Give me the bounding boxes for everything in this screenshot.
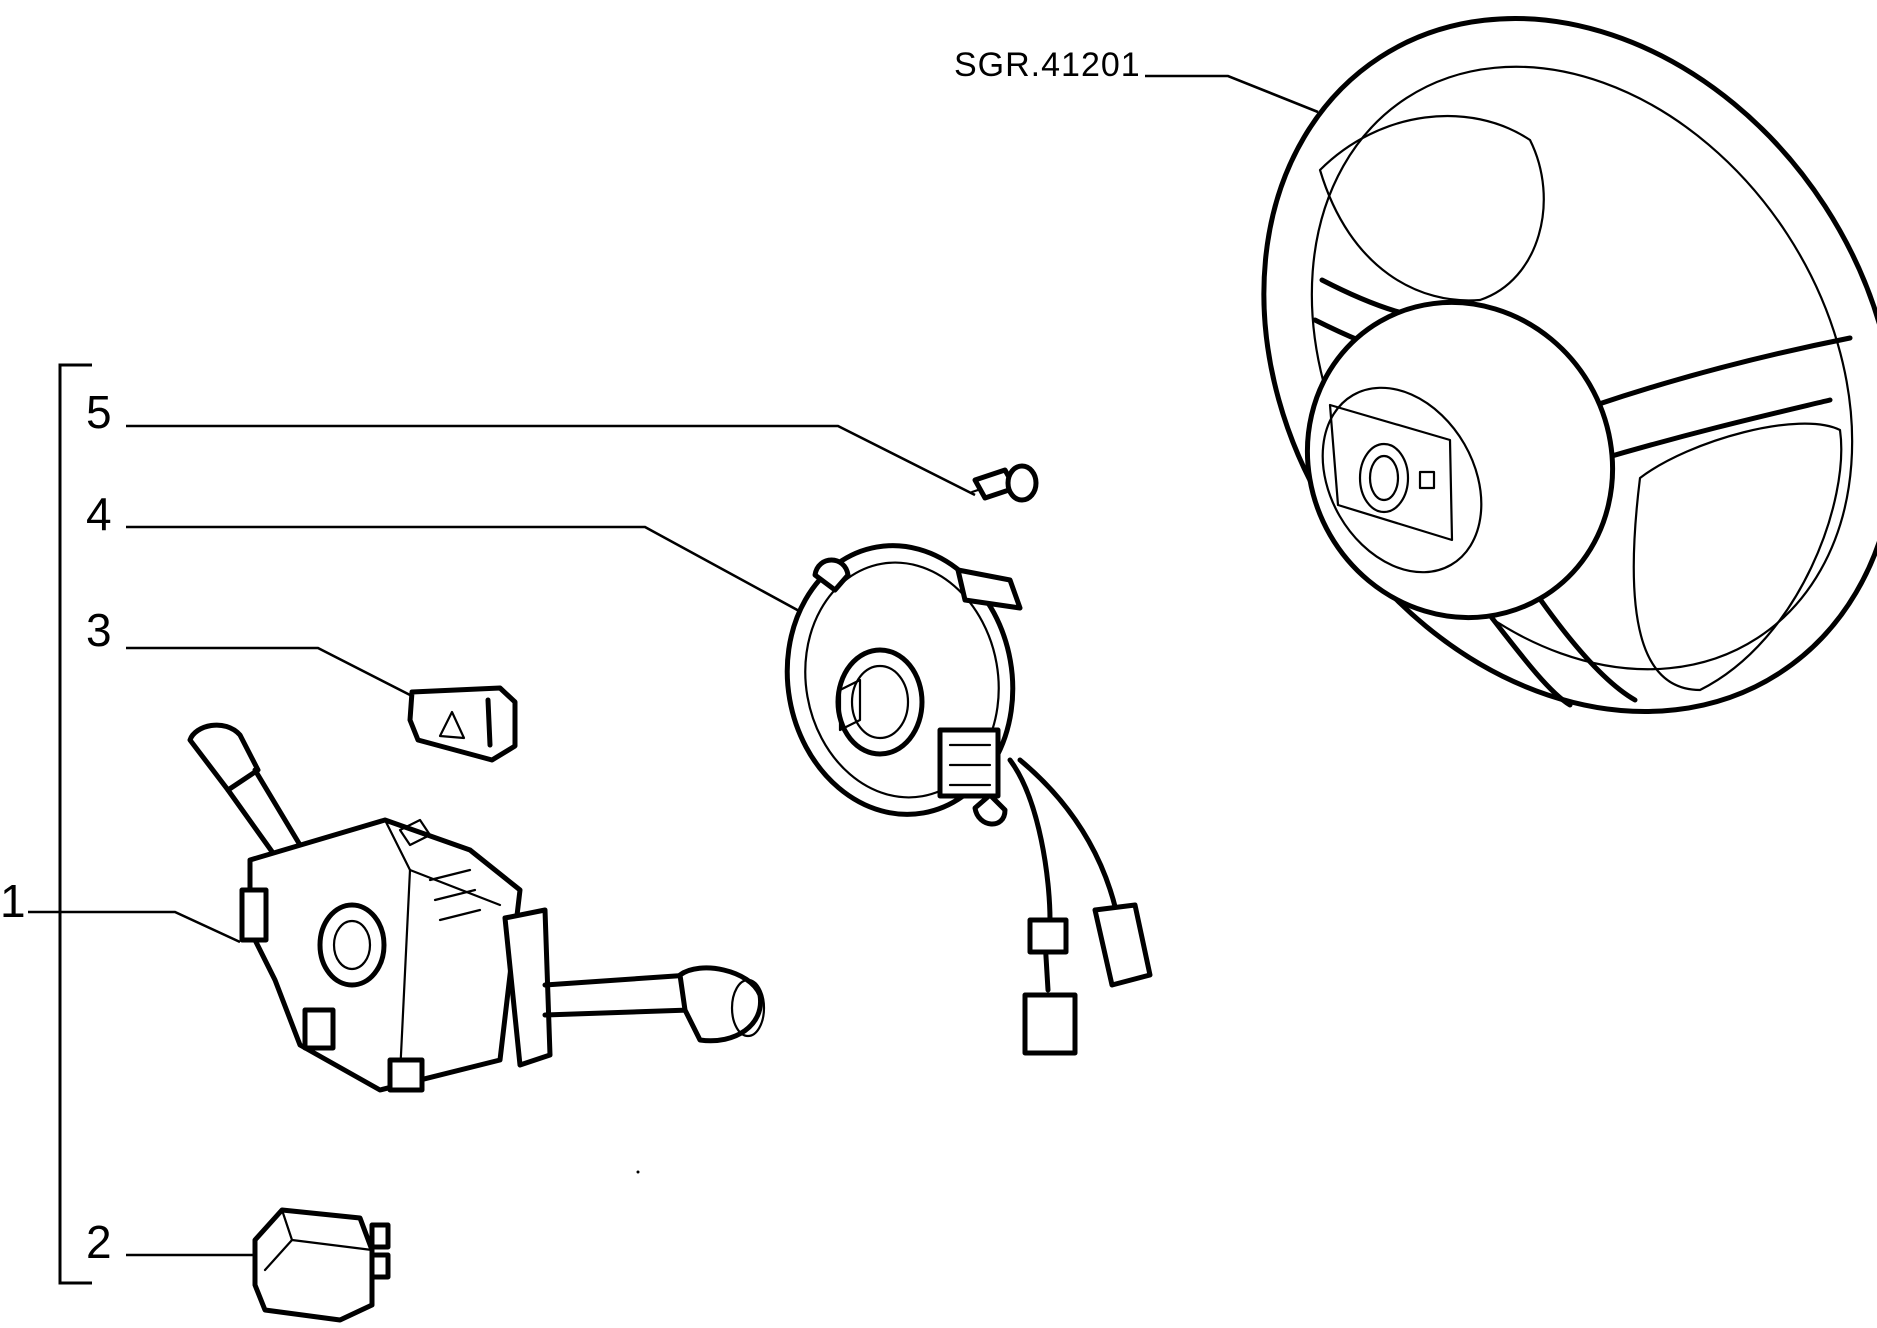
- leader-line-3: [126, 646, 413, 698]
- relay-part-2: [252, 1207, 391, 1323]
- leader-line-reference: [1145, 74, 1319, 114]
- leader-line-5: [126, 424, 976, 497]
- steering-wheel: [1261, 16, 1877, 714]
- leader-line-1: [28, 910, 241, 944]
- group-bracket: [58, 363, 92, 1285]
- screw-part-5: [970, 463, 1039, 503]
- callout-label-1: 1: [0, 875, 26, 927]
- clock-spring-part-4: [784, 543, 1153, 1056]
- hazard-switch-part-3: [407, 685, 518, 763]
- leader-lines: [28, 74, 1319, 1257]
- speck: [636, 1170, 640, 1174]
- leader-line-4: [126, 525, 813, 620]
- callout-label-5: 5: [86, 386, 112, 438]
- reference-label: SGR.41201: [954, 46, 1141, 84]
- callout-label-3: 3: [86, 604, 112, 656]
- combination-switch-part-1: [187, 722, 766, 1093]
- callout-label-2: 2: [86, 1216, 112, 1268]
- callout-label-4: 4: [86, 488, 112, 540]
